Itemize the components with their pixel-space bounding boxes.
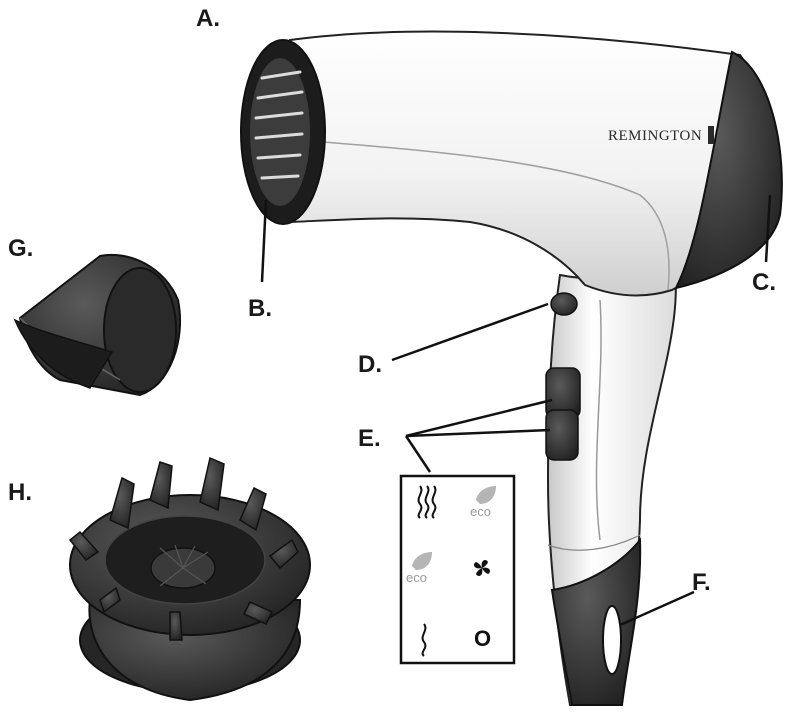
diffuser (70, 458, 310, 700)
off-symbol: O (474, 626, 491, 651)
brand-logo: REMINGTON (608, 128, 702, 144)
air-outlet-inner (250, 58, 310, 206)
label-e: E. (358, 425, 381, 452)
hanging-loop (603, 606, 621, 674)
label-a: A. (196, 5, 220, 32)
label-f: F. (692, 569, 711, 596)
eco-label-left: eco (406, 570, 427, 585)
label-h: H. (8, 479, 32, 506)
label-d: D. (358, 351, 382, 378)
label-c: C. (752, 269, 776, 296)
brand-mark (708, 126, 714, 144)
label-g: G. (8, 235, 33, 262)
eco-label-top: eco (470, 504, 491, 519)
label-b: B. (248, 295, 272, 322)
cool-shot-button[interactable] (551, 293, 577, 315)
switch-lower[interactable] (546, 410, 578, 460)
concentrator-nozzle (15, 255, 180, 395)
